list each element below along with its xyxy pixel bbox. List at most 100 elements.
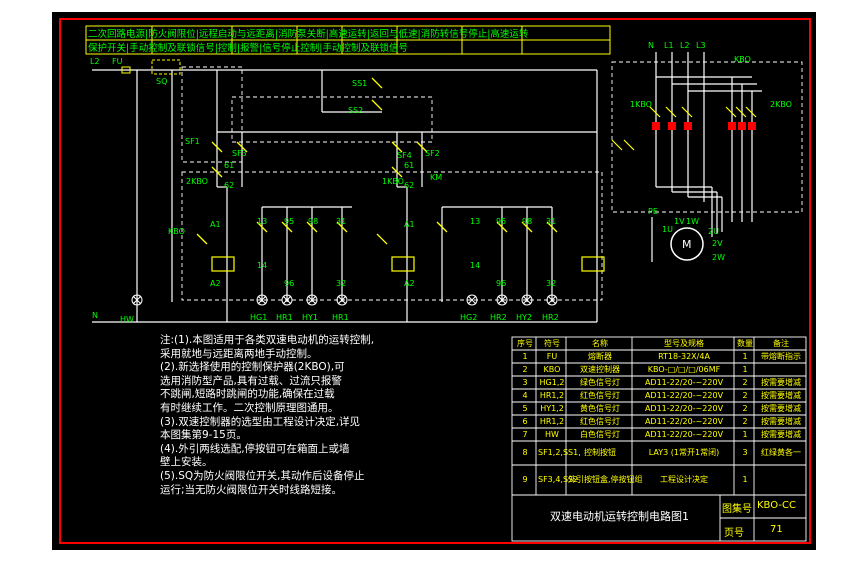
svg-text:L2: L2	[680, 41, 690, 50]
table-cell: SF1,2,SS1,	[538, 448, 581, 457]
drawing-frame	[59, 18, 811, 544]
drawing-title: 双速电动机运转控制电路图1	[550, 510, 689, 523]
svg-text:M: M	[682, 238, 692, 251]
svg-text:2KBO: 2KBO	[186, 177, 208, 186]
svg-text:62: 62	[224, 181, 234, 190]
table-cell: 1	[522, 351, 528, 361]
table-cell: 黄色信号灯	[580, 403, 620, 413]
table-cell: KBO	[543, 364, 561, 374]
svg-text:96: 96	[496, 279, 506, 288]
svg-text:13: 13	[470, 217, 480, 226]
table-cell: 2	[742, 403, 748, 413]
svg-text:HR2: HR2	[490, 313, 507, 322]
table-cell: AD11-22/20-~220V	[644, 403, 724, 413]
table-cell: 1	[742, 364, 748, 374]
lamp-symbols	[131, 294, 558, 306]
svg-text:FU: FU	[112, 57, 123, 66]
table-cell: 9	[522, 475, 528, 484]
table-cell: 按需要增减	[761, 390, 801, 400]
svg-text:PE: PE	[648, 207, 658, 216]
svg-text:2V: 2V	[712, 239, 723, 248]
table-cell: 按需要增减	[761, 403, 801, 413]
table-cell: 2	[522, 364, 528, 374]
note-line: 有时继续工作。二次控制原理图通用。	[160, 401, 339, 414]
table-cell: 红色信号灯	[580, 390, 620, 400]
table-cell: AD11-22/20-~220V	[644, 416, 724, 426]
note-line: 不跳闸,短路时跳闸的功能,确保在过载	[160, 388, 335, 401]
svg-text:95: 95	[284, 217, 294, 226]
table-cell: 1	[742, 429, 748, 439]
header-row1: 二次回路电源|防火阀限位|远程启动与远距离|消防泵关断|高速运转|返回与低速|消…	[88, 28, 529, 40]
svg-text:L1: L1	[664, 41, 674, 50]
table-cell: 1	[742, 475, 748, 484]
table-cell: 外引按钮盒,停按钮组	[568, 475, 643, 484]
table-cell: HY1,2	[540, 403, 564, 413]
note-line: (4).外引两线选配,停按钮可在箱面上或墙	[160, 442, 350, 455]
note-line: (5).SQ为防火阀限位开关,其动作后设备停止	[160, 469, 365, 482]
svg-text:1KBO: 1KBO	[382, 177, 404, 186]
svg-text:HY2: HY2	[516, 313, 532, 322]
table-cell: 4	[522, 390, 528, 400]
table-cell: AD11-22/20-~220V	[644, 390, 724, 400]
table-cell: 3	[522, 377, 528, 387]
table-cell: 按需要增减	[761, 377, 801, 387]
svg-text:KBO: KBO	[168, 227, 185, 236]
table-cell: 7	[522, 429, 528, 439]
table-cell: 2	[742, 416, 748, 426]
table-cell: 带熔断指示	[761, 351, 801, 361]
svg-text:98: 98	[522, 217, 532, 226]
svg-text:14: 14	[257, 261, 267, 270]
note-line: 采用就地与远距离两地手动控制。	[160, 347, 318, 360]
svg-text:95: 95	[496, 217, 506, 226]
control-wiring	[92, 69, 598, 323]
svg-text:HR1: HR1	[276, 313, 293, 322]
table-cell: 1	[742, 351, 748, 361]
svg-text:96: 96	[284, 279, 294, 288]
table-cell: 2	[742, 390, 748, 400]
svg-text:1W: 1W	[686, 217, 699, 226]
page-label: 页号	[724, 528, 744, 539]
svg-text:14: 14	[470, 261, 480, 270]
table-cell: AD11-22/20-~220V	[644, 429, 724, 439]
diagram-labels: L2 FU SQ N HW SS1 SS2 SF1 SF2 SF3 SF4 2K…	[90, 41, 792, 324]
svg-text:SF2: SF2	[425, 149, 440, 158]
svg-text:98: 98	[308, 217, 318, 226]
svg-text:SF3: SF3	[232, 149, 247, 158]
svg-text:SF4: SF4	[397, 151, 412, 160]
coil-2kbo	[391, 256, 415, 272]
svg-text:2U: 2U	[708, 227, 719, 236]
table-cell: 按需要增减	[761, 416, 801, 426]
svg-text:A2: A2	[210, 279, 221, 288]
svg-text:2KBO: 2KBO	[770, 100, 792, 109]
contacts	[196, 77, 558, 245]
table-cell: 按需要增减	[761, 429, 801, 439]
svg-text:KBO: KBO	[734, 55, 751, 64]
table-cell: 熔断器	[588, 351, 612, 361]
note-line: 壁上安装。	[160, 456, 213, 469]
svg-text:N: N	[92, 311, 98, 320]
table-cell: 2	[742, 377, 748, 387]
svg-text:31: 31	[546, 217, 556, 226]
svg-text:61: 61	[224, 161, 234, 170]
table-cell: 6	[522, 416, 528, 426]
table-cell: SF3,4,SS2	[538, 475, 579, 484]
note-line: 选用消防型产品,具有过载、过流只报警	[160, 374, 342, 387]
svg-text:A1: A1	[210, 220, 221, 229]
table-cell: HR1,2	[539, 416, 565, 426]
svg-text:1U: 1U	[662, 225, 673, 234]
drawing-canvas: 二次回路电源|防火阀限位|远程启动与远距离|消防泵关断|高速运转|返回与低速|消…	[52, 12, 816, 550]
note-line: 运行;当无防火阀限位开关时线路短接。	[160, 483, 343, 496]
table-cell: 白色信号灯	[580, 429, 620, 439]
coil-km	[581, 256, 605, 272]
svg-text:HG2: HG2	[460, 313, 477, 322]
svg-text:HG1: HG1	[250, 313, 267, 322]
atlas-value: KBO-CC	[757, 500, 796, 511]
table-header-cell: 序号	[517, 338, 533, 348]
table-cell: 绿色信号灯	[580, 377, 620, 387]
svg-text:32: 32	[546, 279, 556, 288]
table-cell: 双速控制器	[580, 364, 620, 374]
limit-switch-sq	[151, 59, 181, 75]
svg-text:HR2: HR2	[542, 313, 559, 322]
table-cell: 红色信号灯	[580, 416, 620, 426]
svg-text:1V: 1V	[674, 217, 685, 226]
